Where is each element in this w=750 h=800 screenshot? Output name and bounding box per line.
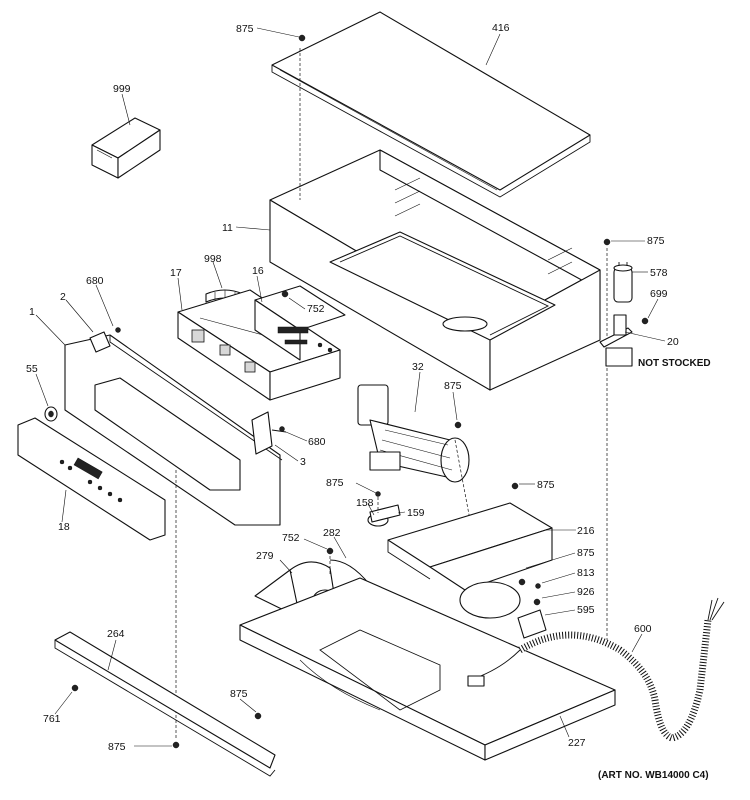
label-279: 279 xyxy=(256,550,274,562)
part-699-screw xyxy=(641,317,649,325)
label-578: 578 xyxy=(650,267,668,279)
label-55: 55 xyxy=(26,363,38,375)
label-813: 813 xyxy=(577,567,595,579)
part-578-capacitor xyxy=(613,262,633,303)
part-16-control-board xyxy=(254,285,346,361)
label-875: 875 xyxy=(444,380,462,392)
label-16: 16 xyxy=(252,265,264,277)
label-158: 158 xyxy=(356,497,374,509)
label-875: 875 xyxy=(230,688,248,700)
part-595-clamp xyxy=(517,609,547,639)
label-875: 875 xyxy=(236,23,254,35)
label-216: 216 xyxy=(577,525,595,537)
label-227: 227 xyxy=(568,737,586,749)
label-264: 264 xyxy=(107,628,125,640)
label-2: 2 xyxy=(60,291,66,303)
label-875: 875 xyxy=(537,479,555,491)
label-416: 416 xyxy=(492,22,510,34)
part-20-bracket xyxy=(599,314,633,367)
part-416-top-cover xyxy=(271,11,591,198)
label-680: 680 xyxy=(308,436,326,448)
label-17: 17 xyxy=(170,267,182,279)
leader-lines xyxy=(35,27,666,747)
part-18-touch-panel xyxy=(17,417,166,541)
label-875: 875 xyxy=(577,547,595,559)
part-227-base xyxy=(175,470,616,761)
label-752: 752 xyxy=(282,532,300,544)
label-282: 282 xyxy=(323,527,341,539)
label-18: 18 xyxy=(58,521,70,533)
label-595: 595 xyxy=(577,604,595,616)
part-55-knob xyxy=(44,406,58,422)
label-926: 926 xyxy=(577,586,595,598)
label-699: 699 xyxy=(650,288,668,300)
label-600: 600 xyxy=(634,623,652,635)
screw-icon xyxy=(71,34,611,749)
label-875: 875 xyxy=(647,235,665,247)
part-2-bracket xyxy=(89,331,111,353)
part-158-thermostat xyxy=(367,491,401,527)
label-875: 875 xyxy=(108,741,126,753)
part-600-power-cord xyxy=(467,597,725,742)
label-11: 11 xyxy=(222,222,233,234)
label-999: 999 xyxy=(113,83,131,95)
label-752: 752 xyxy=(307,303,325,315)
part-264-trim xyxy=(54,631,276,777)
label-680: 680 xyxy=(86,275,104,287)
label-761: 761 xyxy=(43,713,61,725)
art-number: (ART NO. WB14000 C4) xyxy=(598,770,709,781)
label-32: 32 xyxy=(412,361,424,373)
part-3-bracket xyxy=(251,411,287,455)
label-1: 1 xyxy=(29,306,35,318)
label-159: 159 xyxy=(407,507,425,519)
part-32-fan-motor xyxy=(357,384,471,521)
part-999-box xyxy=(91,117,161,179)
part-1-control-panel xyxy=(64,334,283,526)
label-875: 875 xyxy=(326,477,344,489)
label-998: 998 xyxy=(204,253,222,265)
label-3: 3 xyxy=(300,456,306,468)
label-20: 20 xyxy=(667,336,679,348)
part-11-outer-case xyxy=(269,48,608,640)
not-stocked-note: NOT STOCKED xyxy=(638,358,711,369)
